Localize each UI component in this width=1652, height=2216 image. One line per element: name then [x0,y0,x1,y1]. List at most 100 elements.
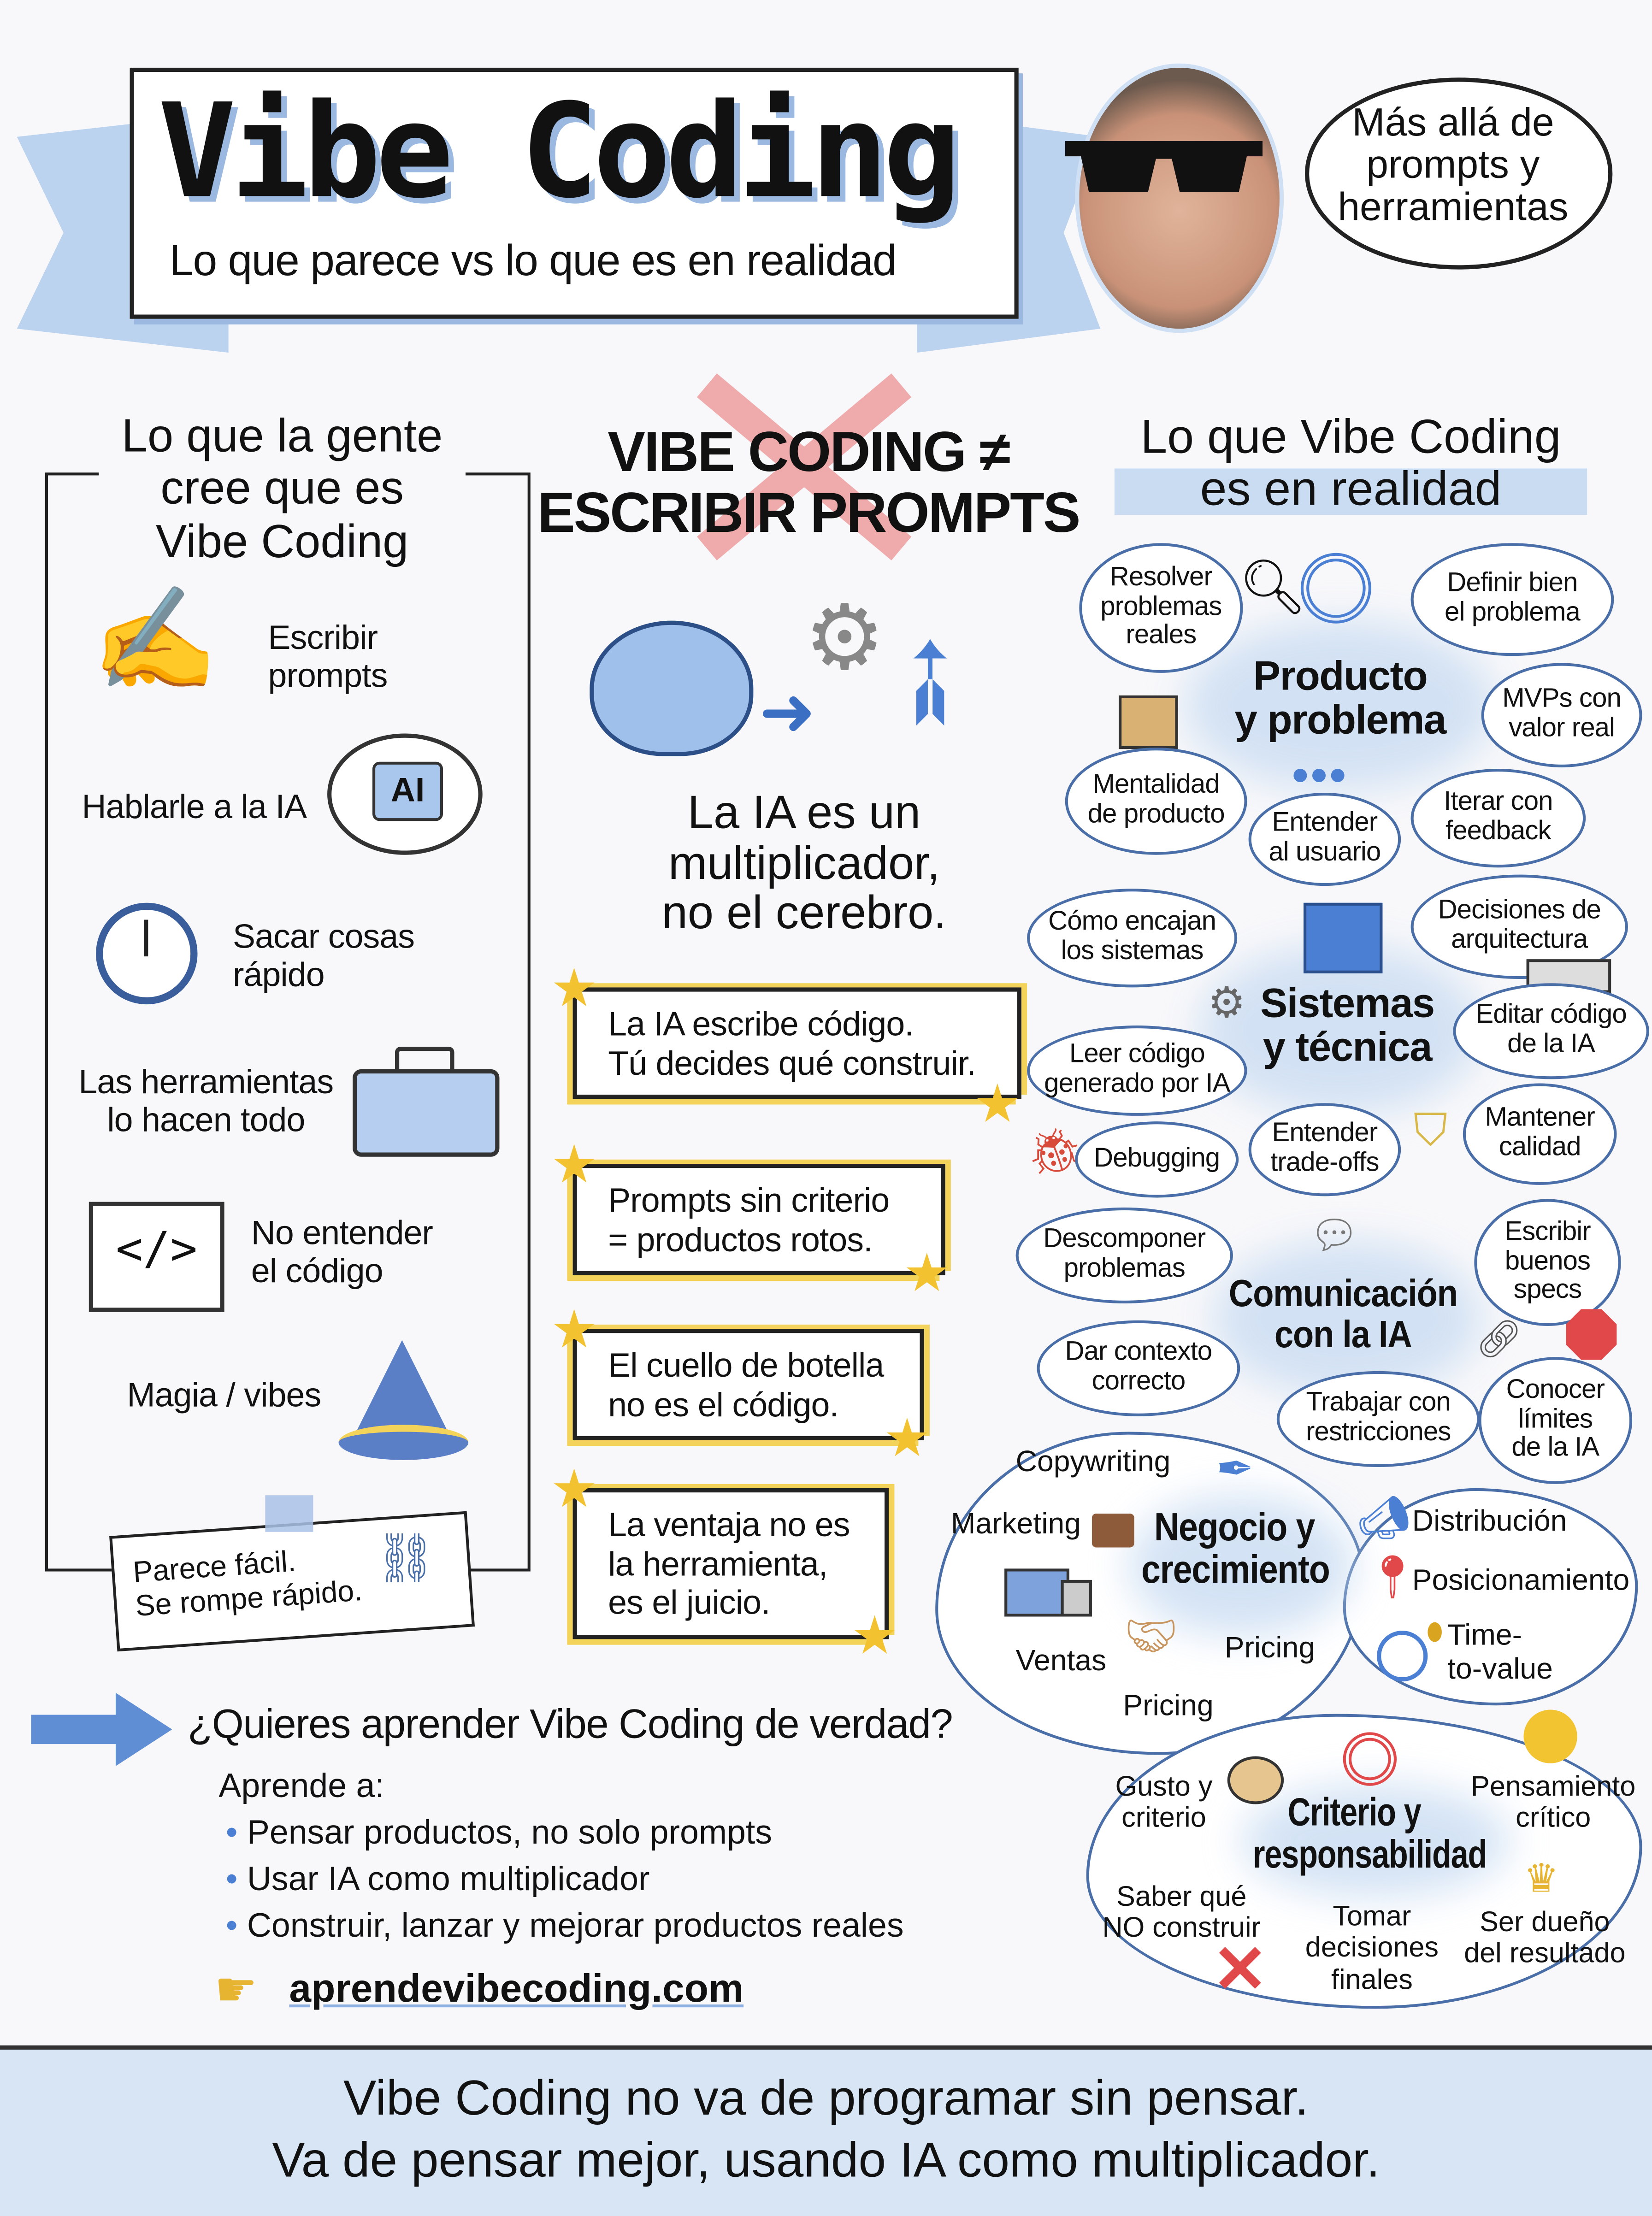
cluster-haze [1213,1241,1481,1397]
cta-arrow-icon [31,1692,172,1766]
item-ser-dueno: Ser dueño del resultado [1464,1907,1626,1970]
insight-card: Prompts sin criterio = productos rotos. [572,1163,945,1276]
cta-bullet: • Pensar productos, no solo prompts [225,1814,773,1852]
item-tomar-decisiones: Tomar decisiones finales [1305,1901,1439,1996]
speech-bubble [1305,77,1613,270]
thinking-face-icon [1523,1709,1577,1763]
bubble-leer-codigo: Leer código generado por IA [1027,1025,1247,1116]
cta-bullet-text: Construir, lanzar y mejorar productos re… [247,1907,904,1945]
dollar-icon [1428,1622,1442,1642]
item-time-to-value: Time- to-value [1447,1619,1553,1685]
toolbox-icon [353,1069,500,1157]
bubble-decisiones-arquitectura: Decisiones de arquitectura [1410,874,1628,979]
myth-item: Magia / vibes [127,1377,321,1415]
cta-bullet-text: Usar IA como multiplicador [247,1860,650,1899]
center-headline: VIBE CODING ≠ ESCRIBIR PROMPTS [537,422,1080,545]
bubble-entender-usuario: Entender al usuario [1248,793,1401,886]
gear-icon: ⚙ [1207,980,1246,1027]
insight-card: El cuello de botella no es el código. [572,1329,924,1441]
myth-item: Hablarle a la IA [82,788,307,827]
footer-line-1: Vibe Coding no va de programar sin pensa… [343,2070,1309,2126]
stopwatch-icon [1377,1631,1428,1682]
bug-icon: 🐞︎ [1027,1126,1085,1177]
cluster-haze [1199,945,1481,1114]
bubble-trabajar-restricciones: Trabajar con restricciones [1276,1371,1480,1468]
bubble-conocer-limites: Conocer límites de la IA [1478,1357,1633,1484]
target-icon [1343,1732,1397,1786]
item-pensamiento-critico: Pensamiento crítico [1471,1772,1636,1834]
bubble-iterar: Iterar con feedback [1410,769,1586,868]
bubble-escribir-specs: Escribir buenos specs [1474,1199,1621,1326]
footer-band [0,2045,1652,2216]
item-posicionamiento: Posicionamiento [1412,1564,1630,1597]
item-marketing: Marketing [950,1508,1081,1541]
pen-icon: ✒ [1216,1443,1254,1494]
item-ventas: Ventas [1015,1644,1107,1678]
code-brackets-glyph: </> [116,1221,198,1275]
center-tagline: La IA es un multiplicador, no el cerebro… [661,785,947,939]
bubble-editar-codigo: Editar código de la IA [1453,983,1649,1079]
bubble-tradeoffs: Entender trade-offs [1248,1103,1401,1196]
myth-heading: Lo que la gente cree que es Vibe Coding [99,409,466,567]
title-banner [130,67,1019,319]
myth-item: Las herramientas lo hacen todo [78,1063,334,1140]
link-icon: 🔗︎ [1475,1317,1522,1360]
blueprint-icon [1303,902,1383,973]
wizard-hat-brim [338,1425,469,1460]
shield-check-icon: ⛉ [1413,1104,1448,1155]
bubble-dar-contexto: Dar contexto correcto [1037,1320,1240,1416]
page-subtitle: Lo que parece vs lo que es en realidad [169,236,897,285]
bubble-definir-problema: Definir bien el problema [1410,543,1614,656]
cta-bullet-text: Pensar productos, no solo prompts [247,1814,773,1852]
item-copywriting: Copywriting [1015,1446,1171,1479]
toolbox-handle [395,1046,454,1074]
item-pricing: Pricing [1224,1632,1316,1665]
bubble-resolver-problemas: Resolver problemas reales [1079,543,1243,673]
tape-icon [265,1495,313,1532]
myth-item: Escribir prompts [268,619,388,695]
broken-chain-icon: ⛓ [375,1532,437,1586]
item-saber-no-construir: Saber qué NO construir [1102,1881,1261,1945]
box-icon [1119,695,1178,749]
hand-writing-pencil-icon: ✍ [91,584,218,697]
magnifier-icon: 🔍︎ [1239,558,1307,618]
bubble-mentalidad: Mentalidad de producto [1065,748,1247,855]
crown-icon: ♛ [1523,1856,1559,1900]
cluster-title-negocio: Negocio y crecimiento [1141,1505,1330,1592]
page-title: Vibe Coding [158,76,961,227]
users-icon: ●●● [1291,756,1347,791]
myth-item: Sacar cosas rápido [232,918,415,995]
cluster-title-comunicacion: Comunicación con la IA [1228,1272,1458,1356]
website-link[interactable]: aprendevibecoding.com [289,1966,744,2010]
bubble-descomponer: Descomponer problemas [1015,1207,1233,1303]
author-avatar [1075,63,1284,333]
insight-card: La IA escribe código. Tú decides qué con… [572,987,1021,1099]
cta-question: ¿Quieres aprender Vibe Coding de verdad? [188,1703,953,1748]
cta-bullet: • Construir, lanzar y mejorar productos … [225,1907,904,1945]
bubble-mvps: MVPs con valor real [1481,663,1642,767]
x-icon [1219,1947,1261,1989]
cta-bullet: • Usar IA como multiplicador [225,1860,650,1899]
arrow-right-icon: ➜ [759,676,816,751]
megaphone-icon: 📣︎ [1357,1495,1411,1542]
insight-card: La ventaja no es la herramienta, es el j… [572,1488,889,1639]
delivery-truck-icon [1004,1568,1069,1617]
clock-hands [144,919,148,957]
cluster-title-criterio: Criterio y responsabilidad [1252,1790,1487,1877]
palette-icon [1227,1756,1284,1804]
truck-cab [1061,1579,1092,1617]
cluster-title-producto: Producto y problema [1234,654,1446,744]
item-gusto-criterio: Gusto y criterio [1115,1772,1213,1834]
brain-icon [590,620,754,756]
broken-code-icon [88,1202,224,1312]
stop-sign-icon [1566,1309,1617,1360]
chat-bubbles-icon: 💬︎ [1309,1213,1360,1257]
bubble-debugging: Debugging [1075,1121,1239,1198]
location-pin-icon: 📍︎ [1365,1554,1420,1601]
footer-line-2: Va de pensar mejor, usando IA como multi… [272,2133,1380,2188]
cluster-haze [1185,620,1496,790]
cta-lead: Aprende a: [218,1767,384,1806]
speech-bubble-text: Más allá de prompts y herramientas [1338,100,1569,230]
handshake-icon: 🤝︎ [1124,1614,1178,1661]
